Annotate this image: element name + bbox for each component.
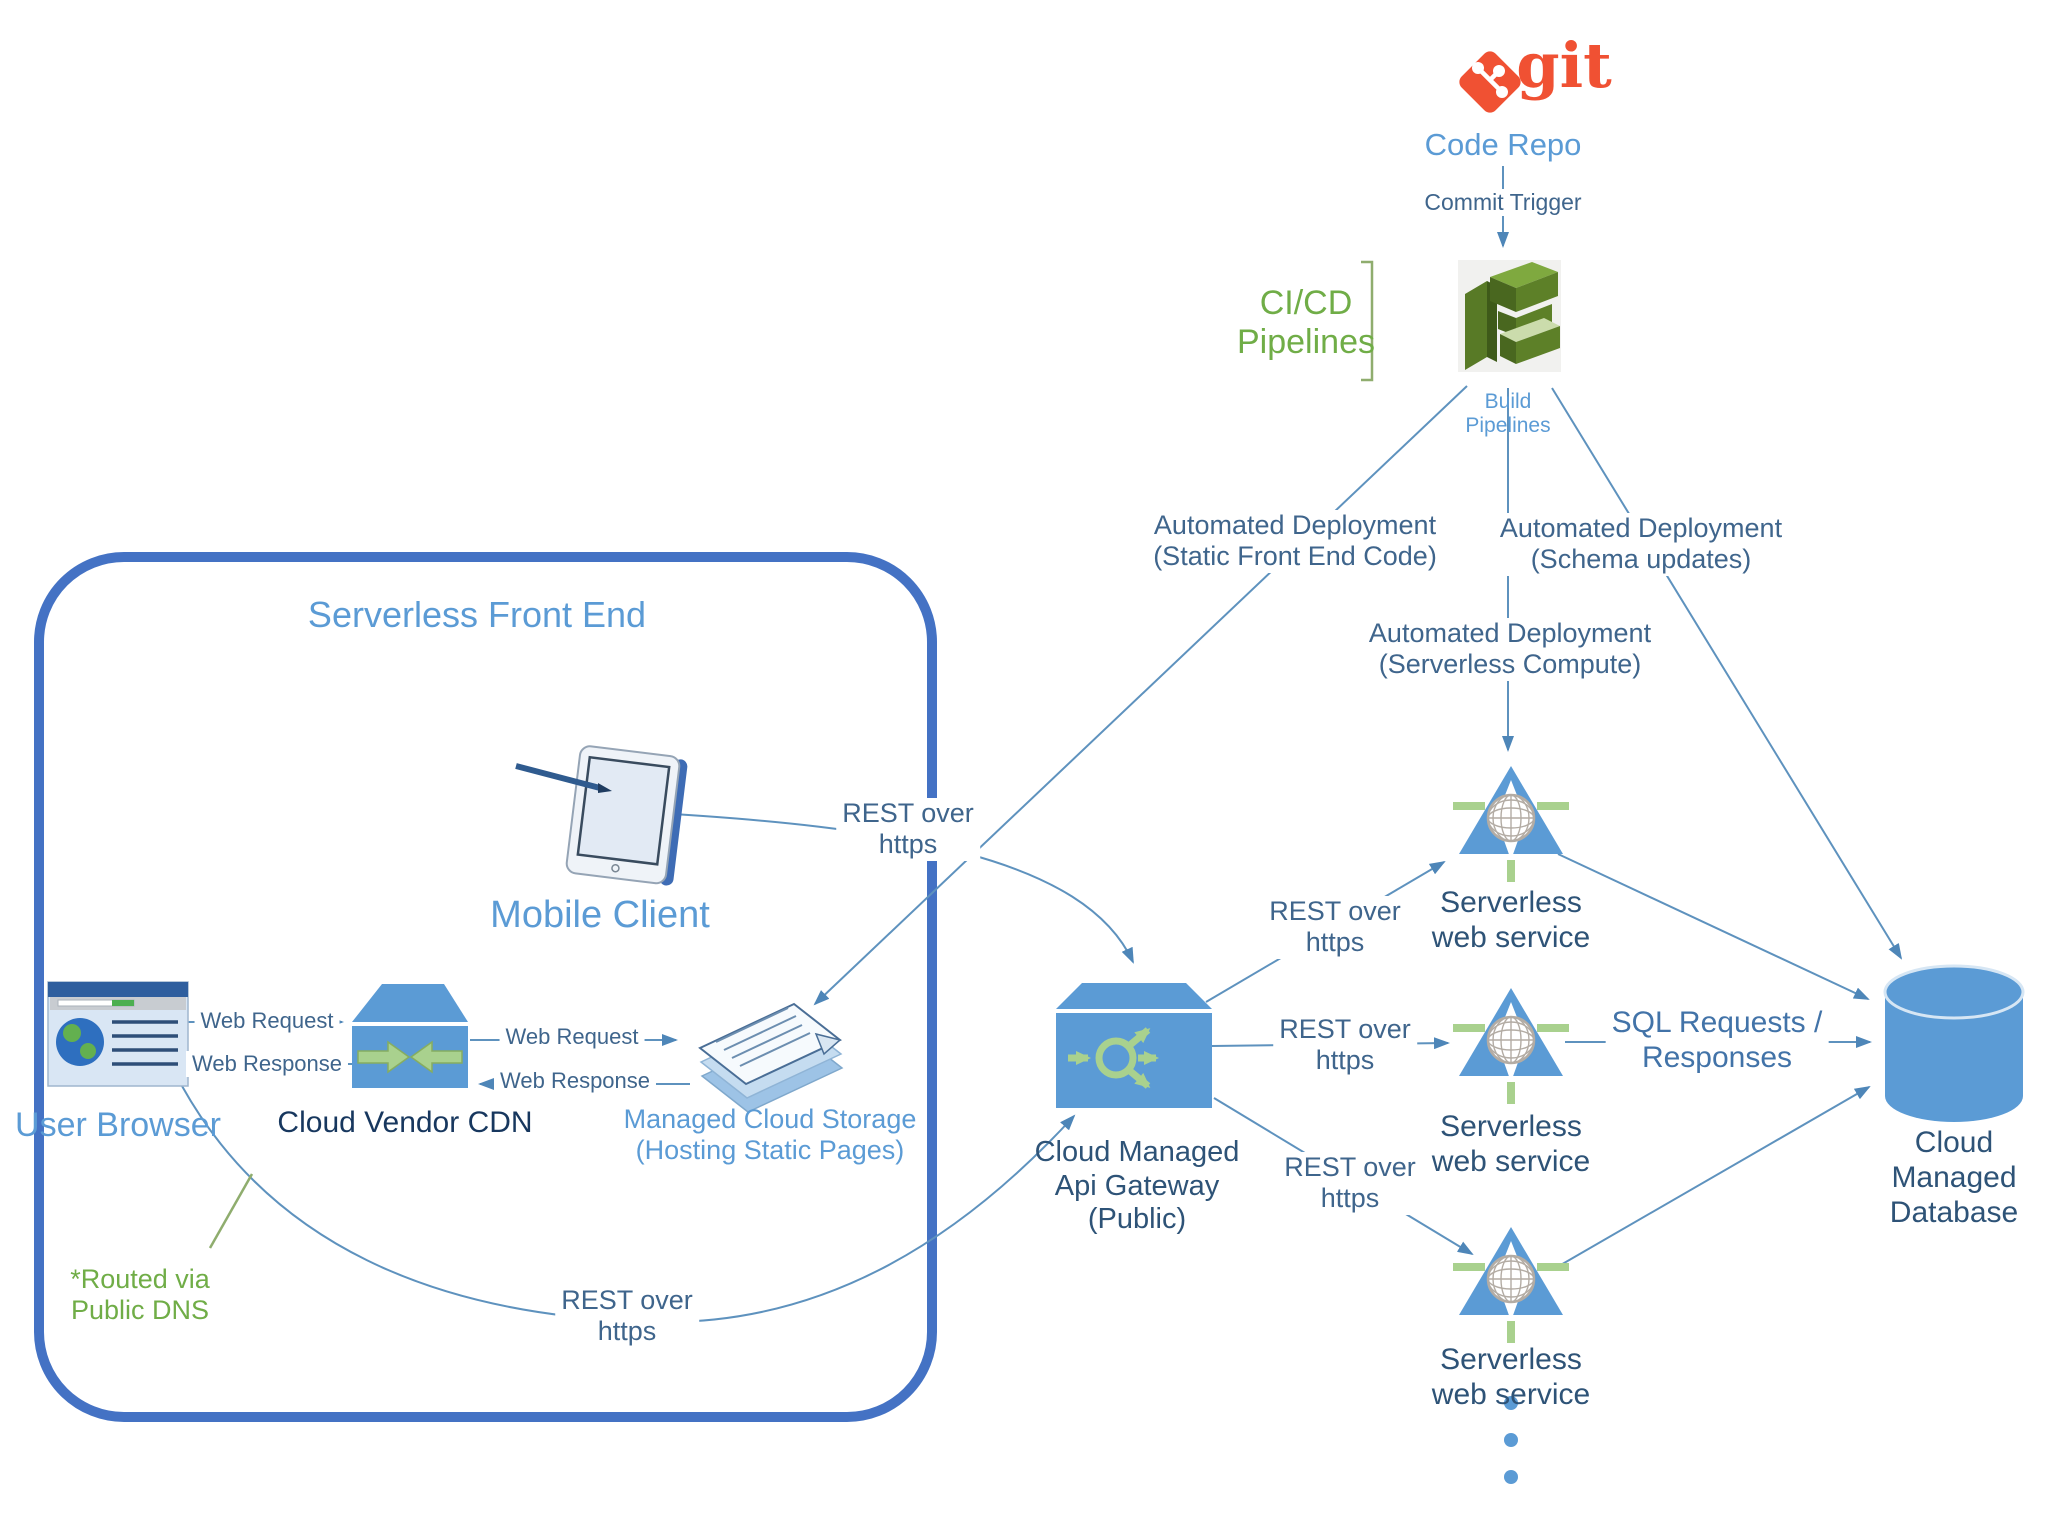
mobile-client-label: Mobile Client <box>490 894 710 936</box>
deploy-static-label: Automated Deployment (Static Front End C… <box>1147 510 1443 573</box>
serverless-ws-label-1: Serverless web service <box>1431 886 1591 954</box>
code-repo-label: Code Repo <box>1424 127 1582 162</box>
cdn-icon <box>352 984 468 1088</box>
cicd-pipelines-label: CI/CD Pipelines <box>1237 284 1375 362</box>
serverless-web-service-icon-3 <box>1453 1227 1569 1343</box>
serverless-ws-label-2: Serverless web service <box>1431 1110 1591 1178</box>
database-label: Cloud Managed Database <box>1889 1126 2019 1229</box>
rest-https-label-1: REST over https <box>1263 896 1407 959</box>
build-pipelines-label: Build Pipelines <box>1465 390 1551 438</box>
deploy-schema-label: Automated Deployment (Schema updates) <box>1493 513 1789 576</box>
cdn-label: Cloud Vendor CDN <box>277 1106 533 1139</box>
sql-requests-label: SQL Requests / Responses <box>1605 1006 1829 1076</box>
serverless-web-service-icon-1 <box>1453 766 1569 882</box>
database-icon <box>1883 964 2025 1122</box>
connector-deploy-schema <box>1551 387 1903 960</box>
storage-label: Managed Cloud Storage (Hosting Static Pa… <box>623 1104 917 1166</box>
serverless-web-service-icon-2 <box>1453 988 1569 1104</box>
api-gateway-icon <box>1056 983 1212 1108</box>
mobile-client-icon <box>515 745 688 886</box>
routed-dns-pointer-line <box>208 1173 254 1249</box>
connector-ws3-db <box>1551 1086 1871 1271</box>
connector-deploy-static <box>813 385 1468 1006</box>
connector-ws1-db <box>1557 853 1870 1000</box>
web-request-label-1: Web Request <box>194 1008 340 1034</box>
frontend-box-title: Serverless Front End <box>307 594 647 635</box>
web-request-label-2: Web Request <box>499 1024 645 1050</box>
serverless-ws-label-3: Serverless web service <box>1431 1343 1591 1411</box>
cicd-bracket <box>1361 260 1374 382</box>
stylus-icon <box>515 763 601 791</box>
user-browser-icon <box>47 981 189 1087</box>
rest-https-label-browser: REST over https <box>555 1285 699 1348</box>
build-pipelines-icon <box>1458 260 1561 372</box>
rest-https-label-2: REST over https <box>1273 1014 1417 1077</box>
storage-icon <box>698 1002 844 1113</box>
serverless-frontend-box <box>34 552 937 1422</box>
rest-https-label-mobile: REST over https <box>836 798 980 861</box>
more-services-ellipsis <box>1504 1396 1518 1484</box>
rest-https-label-3: REST over https <box>1278 1152 1422 1215</box>
commit-trigger-label: Commit Trigger <box>1418 189 1588 216</box>
user-browser-label: User Browser <box>15 1106 221 1144</box>
git-wordmark: git <box>1516 29 1612 102</box>
git-icon <box>1459 51 1521 113</box>
routed-dns-label: *Routed via Public DNS <box>70 1264 210 1326</box>
web-response-label-1: Web Response <box>185 1051 349 1077</box>
web-response-label-2: Web Response <box>493 1068 657 1094</box>
deploy-serverless-label: Automated Deployment (Serverless Compute… <box>1362 618 1658 681</box>
api-gateway-label: Cloud Managed Api Gateway (Public) <box>1034 1136 1240 1236</box>
